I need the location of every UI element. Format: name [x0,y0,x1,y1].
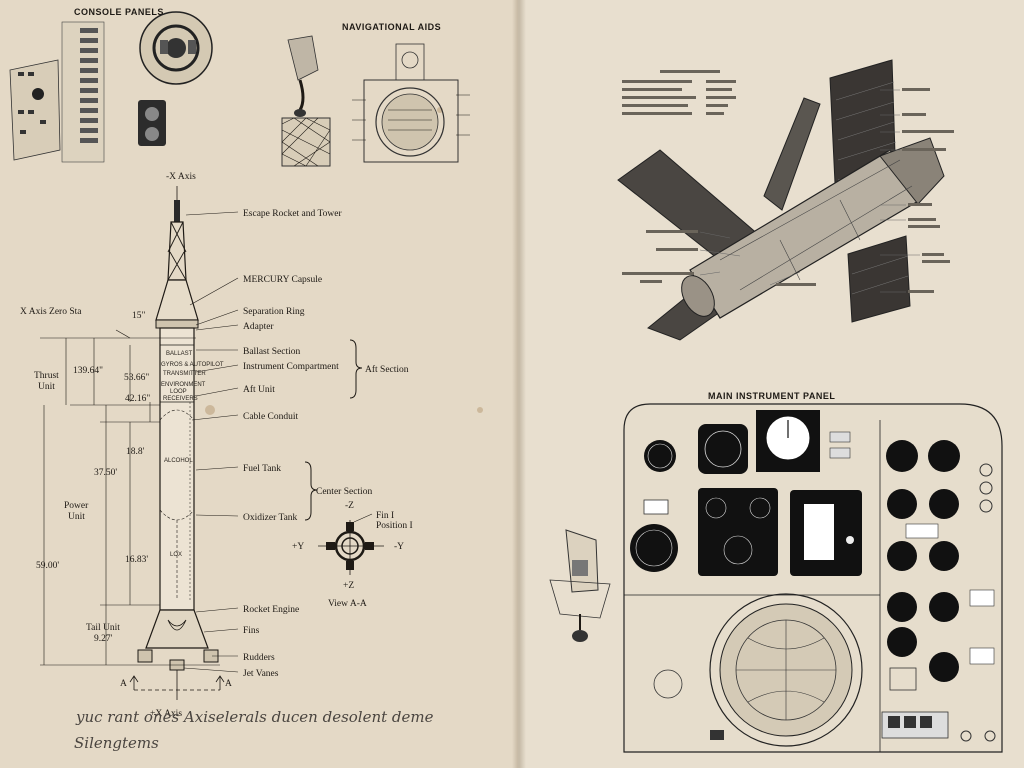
dim-42: 42.16" [125,394,150,404]
instrument-panel-icon: MAIN INSTRUMENT PANEL [623,391,1003,753]
callout-cable-conduit: Cable Conduit [243,412,299,422]
view-fin-label: Fin I [376,511,394,521]
view-aa-diagram: -Z Fin I Position I +Y -Y +Z View A-A [292,501,413,609]
dim-9: 9.27' [94,634,113,644]
axis-top-label: -X Axis [166,172,196,182]
callout-fins: Fins [243,626,260,636]
view-plus-z: +Z [343,581,354,591]
view-minus-z: -Z [345,501,354,511]
label-thrust-unit: Unit [38,382,55,392]
lox-inner-label: LOX [170,552,182,558]
porthole-diagram-icon [352,43,470,163]
rocket-tail-icon [137,609,219,700]
capsule-console-icon [549,529,611,642]
handwriting-line-2: Silengtems [74,734,159,752]
callout-instrument-compartment: Instrument Compartment [243,362,339,372]
ballast-inner-label: BALLAST [166,351,193,357]
label-x-axis-zero: X Axis Zero Sta [20,307,82,317]
space-station-icon [617,59,954,341]
callout-fuel-tank: Fuel Tank [243,464,281,474]
alcohol-inner-label: ALCOHOL [164,458,193,464]
label-power-unit: Unit [68,512,85,522]
periscope-viewer-icon [139,11,213,85]
dim-37: 37.50' [94,468,117,478]
callout-rudders: Rudders [243,653,275,663]
callout-ballast: Ballast Section [243,347,301,357]
view-plus-y: +Y [292,542,304,552]
callout-oxidizer-tank: Oxidizer Tank [243,513,298,523]
compartment-label-2: TRANSMITTER [163,371,206,377]
rocket-body-icon: BALLAST GYROS & AUTOPILOT TRANSMITTER EN… [159,327,224,611]
group-center-section: Center Section [316,487,372,497]
dimension-lines [40,329,220,666]
handwriting-line-1: yuc rant ones Axiselerals ducen desolent… [75,708,434,726]
navigational-aids-title: NAVIGATIONAL AIDS [342,22,441,32]
callout-escape-rocket: Escape Rocket and Tower [243,209,342,219]
compartment-label-1: GYROS & AUTOPILOT [161,362,224,368]
group-aft-section: Aft Section [365,364,409,375]
label-tail-unit: Tail Unit [86,623,120,633]
hand-controller-icon [287,35,319,117]
label-power: Power [64,501,89,511]
left-console-icon [9,59,61,161]
callout-jet-vanes: Jet Vanes [243,669,279,679]
main-instrument-panel-title: MAIN INSTRUMENT PANEL [708,391,835,401]
right-console-icon [138,100,166,146]
section-mark-right: A [225,679,232,689]
dim-18: 18.8' [126,447,145,457]
dim-16: 16.83' [125,555,148,565]
view-caption: View A-A [328,599,367,609]
center-section-brace [304,461,318,521]
callout-mercury-capsule: MERCURY Capsule [243,275,322,285]
page-fold [512,0,526,768]
dim-53: 53.66" [124,373,149,383]
axis-bottom-label: +X Axis [150,709,182,719]
dim-59: 59.00' [36,561,59,571]
switch-column-icon [61,21,105,163]
callout-aft-unit: Aft Unit [243,384,275,395]
compartment-label-5: RECEIVERS [163,396,198,402]
dim-15: 15" [132,311,146,321]
label-thrust: Thrust [34,371,59,381]
console-panels-title: CONSOLE PANELS [74,7,164,17]
view-minus-y: -Y [394,542,404,552]
callout-rocket-engine: Rocket Engine [243,605,299,615]
callout-separation-ring: Separation Ring [243,307,305,317]
dim-139: 139.64" [73,366,103,376]
window-grid-icon [281,117,331,167]
rocket-diagram: -X Axis BALLAST GYROS & AUTOPILOT TRANSM… [20,172,409,719]
compartment-label-3: ENVIRONMENT [161,382,206,388]
aft-section-brace [349,339,363,399]
view-fin-position: Position I [376,521,413,531]
callout-leaders [183,211,239,673]
escape-tower-icon [167,200,187,281]
mercury-capsule-icon [155,279,199,329]
compartment-label-4: LOOP [170,389,187,395]
section-arrows [129,675,225,691]
navigational-aids-section: NAVIGATIONAL AIDS [281,22,470,167]
section-mark-left: A [120,679,127,689]
callout-adapter: Adapter [243,322,274,332]
console-panels-section: CONSOLE PANELS [9,7,213,163]
